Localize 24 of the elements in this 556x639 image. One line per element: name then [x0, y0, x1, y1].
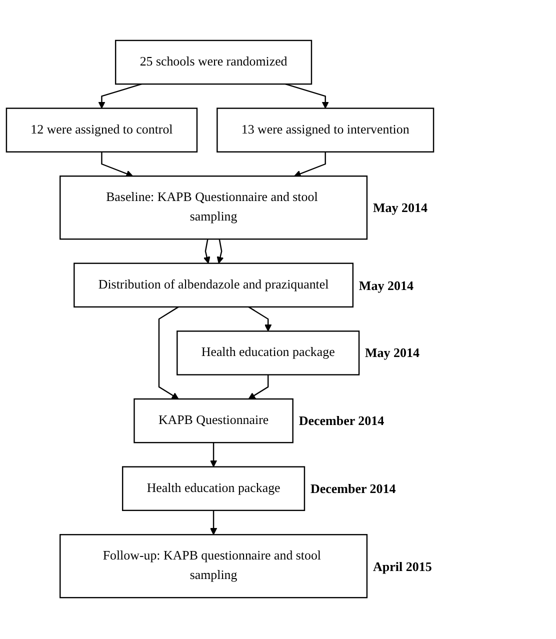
node-box: 13 were assigned to intervention [216, 108, 434, 153]
arrow [248, 306, 272, 332]
arrow [216, 239, 224, 264]
date-label: April 2015 [372, 558, 432, 575]
date-label: May 2014 [365, 345, 420, 362]
node-box: Distribution of albendazole and praziquantel [74, 263, 354, 308]
arrow [248, 375, 269, 400]
node-box: KAPB Questionnaire [134, 398, 294, 444]
arrow [210, 443, 218, 468]
arrow [158, 306, 179, 400]
arrow [210, 510, 218, 536]
node-box: 12 were assigned to control [6, 108, 198, 153]
date-label: December 2014 [298, 413, 384, 430]
arrow [294, 152, 326, 178]
node-box: Follow-up: KAPB questionnaire and stool sampling [60, 534, 368, 599]
node-box: Baseline: KAPB Questionnaire and stool sampling [60, 176, 368, 240]
arrow [101, 152, 134, 178]
date-label: May 2014 [358, 278, 414, 294]
date-label: May 2014 [372, 200, 428, 216]
arrow [203, 239, 210, 264]
node-box: 25 schools were randomized [114, 40, 312, 86]
date-label: December 2014 [310, 481, 396, 498]
node-box: Health education package [176, 331, 360, 376]
node-box: Health education package [122, 466, 306, 512]
